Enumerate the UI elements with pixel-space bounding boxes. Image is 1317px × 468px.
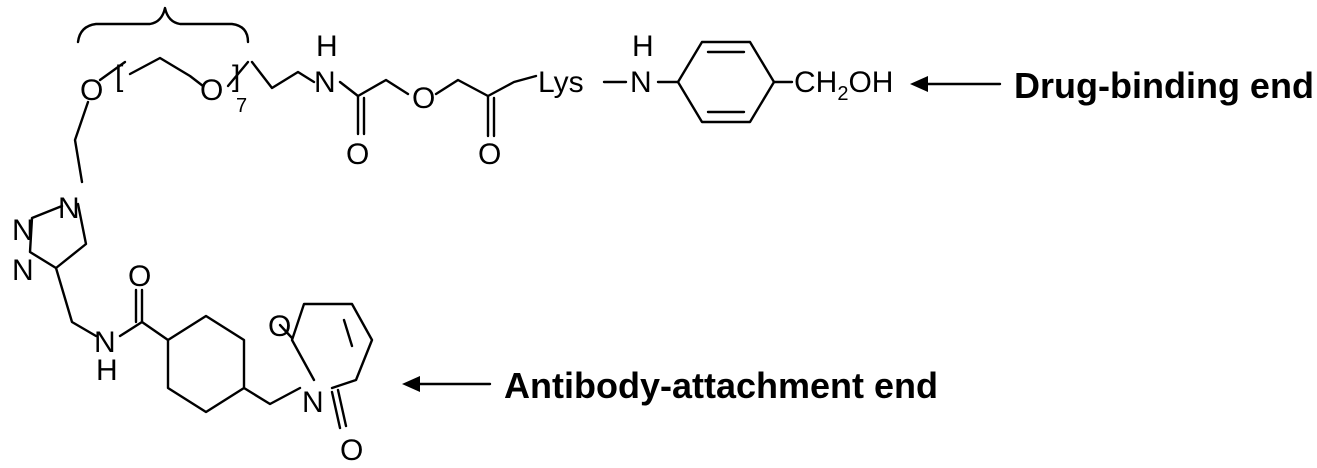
atom-labels: O [ O ] 7 H N O O O Lys H N CH2OH N N N … <box>12 30 893 467</box>
peg-brace <box>76 6 250 44</box>
atom-o-carbonyl1: O <box>346 138 369 171</box>
peg-repeat-count: 7 <box>236 95 247 117</box>
atom-n-amide2: N <box>94 326 116 359</box>
atom-o-maleimide1: O <box>268 310 291 343</box>
antibody-end-callout: Antibody-attachment end <box>402 365 938 406</box>
atom-o-peg: O <box>200 74 223 107</box>
atom-o-ether: O <box>412 82 435 115</box>
atom-n-triazole1: N <box>58 192 80 225</box>
atom-o-maleimide2: O <box>340 434 363 467</box>
antibody-end-arrow-head <box>402 376 420 392</box>
bracket-left: [ <box>115 60 124 93</box>
ch2oh-group: CH2OH <box>794 66 893 105</box>
drug-end-callout: Drug-binding end <box>910 65 1314 106</box>
atom-n-amide1: N <box>314 66 336 99</box>
atom-o-amide2: O <box>128 260 151 293</box>
drug-end-arrow-head <box>910 76 928 92</box>
atom-n-maleimide: N <box>302 386 324 419</box>
atom-o-peg-start: O <box>80 74 103 107</box>
atom-h-amide1: H <box>316 30 338 63</box>
bond-skeleton <box>28 40 794 430</box>
antibody-attachment-end-label: Antibody-attachment end <box>504 365 938 406</box>
atom-n-triazole3: N <box>12 254 34 287</box>
atom-o-carbonyl2: O <box>478 138 501 171</box>
drug-binding-end-label: Drug-binding end <box>1014 65 1314 106</box>
lys-residue-label: Lys <box>538 66 584 99</box>
atom-n-amine: N <box>630 66 652 99</box>
atom-h-amide2: H <box>96 354 118 387</box>
atom-n-triazole2: N <box>12 214 34 247</box>
atom-h-amine: H <box>632 30 654 63</box>
bracket-right: ] <box>232 60 240 93</box>
